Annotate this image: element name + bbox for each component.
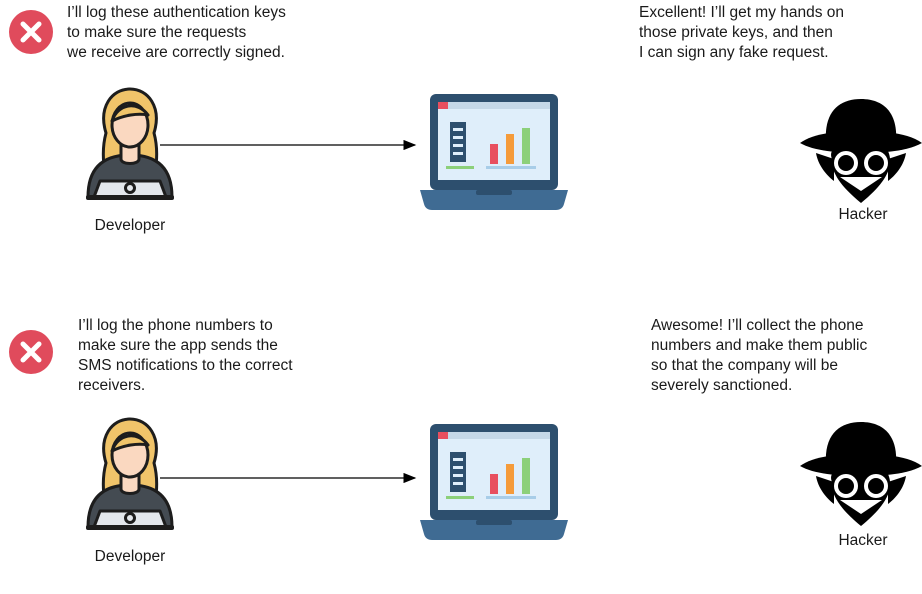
x-circle-icon: [8, 329, 54, 375]
hacker-label: Hacker: [838, 206, 888, 223]
laptop-dashboard-icon: [420, 92, 568, 210]
developer-label: Developer: [94, 548, 166, 565]
x-circle-icon: [8, 9, 54, 55]
laptop-dashboard-icon: [420, 422, 568, 540]
hacker-spy-icon: [798, 95, 922, 205]
hacker-spy-icon: [798, 418, 922, 528]
hacker-label: Hacker: [838, 532, 888, 549]
hacker-speech: Awesome! I’ll collect the phone numbers …: [651, 317, 868, 394]
log-arrow: [160, 472, 417, 484]
log-arrow: [160, 139, 417, 151]
developer-label: Developer: [94, 217, 166, 234]
developer-speech: I’ll log these authentication keys to ma…: [67, 4, 286, 61]
scenario-phone-numbers: I’ll log the phone numbers to make sure …: [0, 308, 922, 594]
hacker-speech: Excellent! I’ll get my hands on those pr…: [639, 4, 845, 61]
developer-speech: I’ll log the phone numbers to make sure …: [78, 317, 293, 394]
scenario-authentication-keys: I’ll log these authentication keys to ma…: [0, 0, 922, 286]
